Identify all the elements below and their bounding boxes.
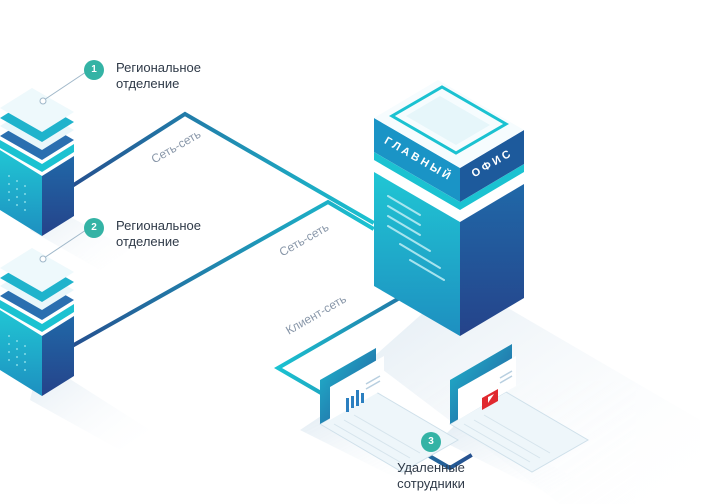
callout-leaders [39, 71, 87, 263]
laptop-analytics [319, 348, 459, 473]
callout-label-line2: отделение [116, 76, 180, 91]
link-region2-main [69, 199, 375, 349]
link-region1-main [69, 111, 375, 225]
callout-label-line2: отделение [116, 234, 180, 249]
callout-badge: 1 [84, 60, 104, 80]
main-office-server: ГЛАВНЫЙ ОФИС [374, 80, 524, 336]
callout-label-line1: Региональное [116, 60, 201, 75]
callout-remote-employees: Удаленные сотрудники [371, 460, 491, 492]
callout-label-line1: Удаленные [397, 460, 465, 475]
vent-lines [387, 195, 445, 281]
callout-regional-office-1: 1 Региональное отделение [84, 60, 201, 92]
callout-label: Региональное отделение [116, 60, 201, 92]
chart-bars-icon [346, 390, 364, 412]
callout-label-line1: Региональное [116, 218, 201, 233]
regional-server-2 [0, 248, 74, 396]
link-label-client: Клиент-сеть [283, 292, 348, 338]
callout-badge: 2 [84, 218, 104, 238]
video-play-icon [482, 389, 498, 410]
callout-label: Региональное отделение [116, 218, 201, 250]
callout-regional-office-2: 2 Региональное отделение [84, 218, 201, 250]
callout-label-line2: сотрудники [397, 476, 465, 491]
callout-badge-remote: 3 [421, 432, 441, 452]
regional-server-1 [0, 88, 74, 236]
laptop-video [449, 344, 589, 473]
